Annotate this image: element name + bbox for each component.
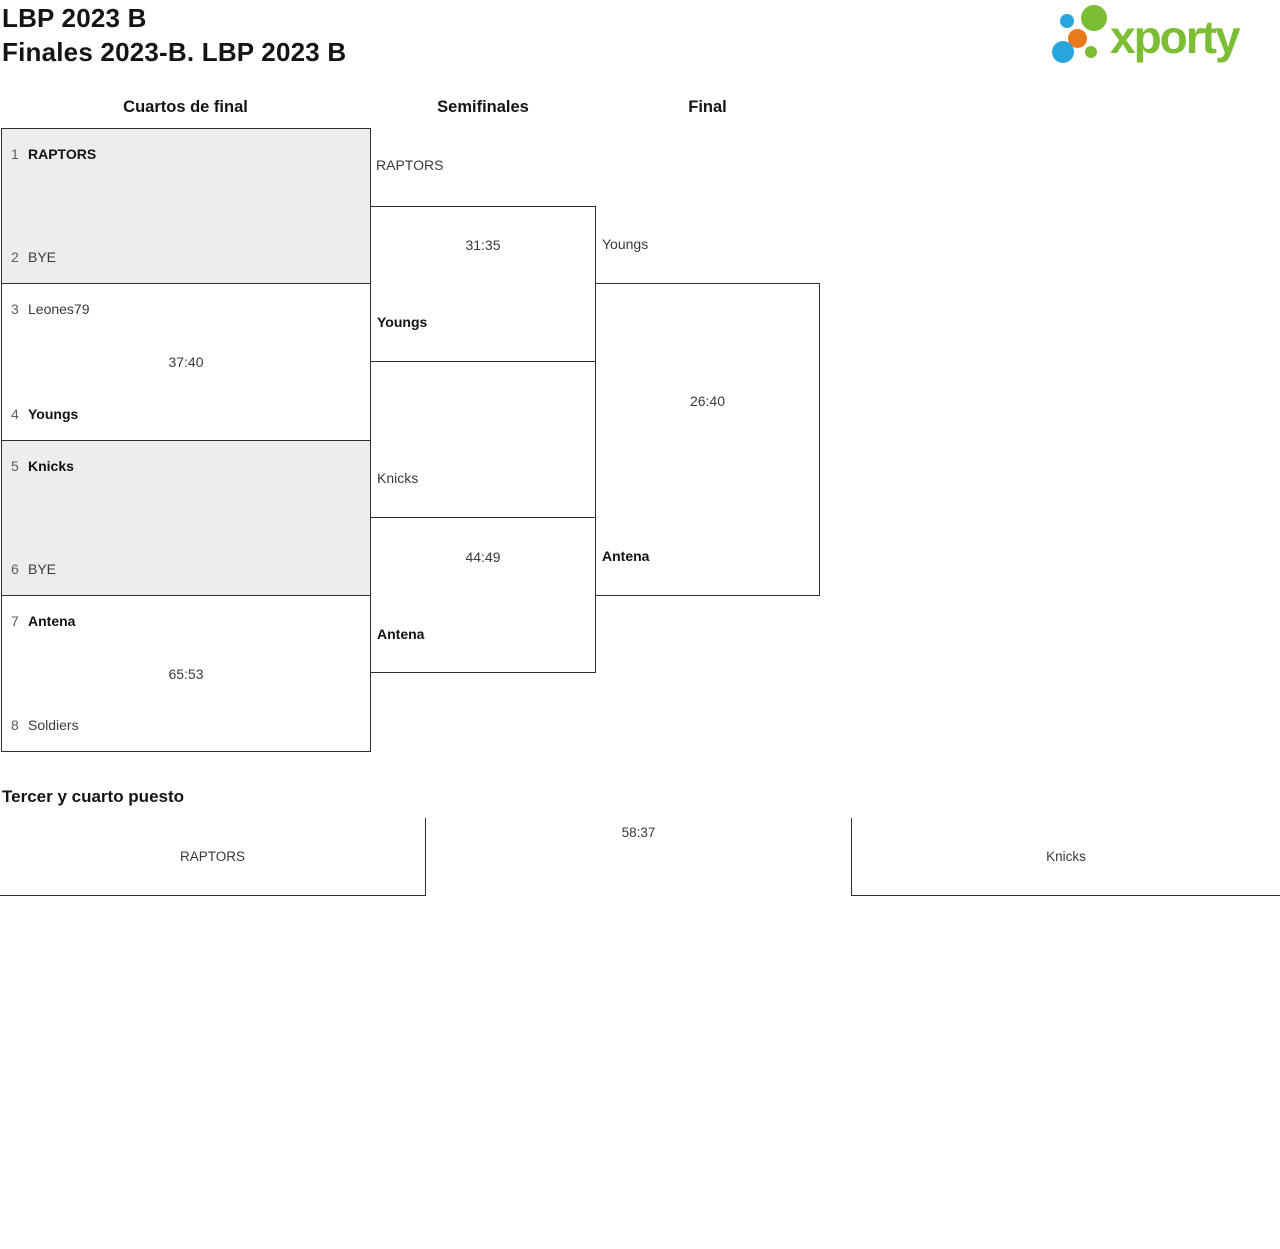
- team-seed: 6: [11, 561, 19, 577]
- match-score: 65:53: [168, 665, 204, 682]
- logo-dot-icon: [1081, 5, 1107, 31]
- tournament-title: LBP 2023 B: [2, 3, 147, 33]
- xporty-logo[interactable]: xporty: [1045, 0, 1280, 72]
- team-seed: 4: [11, 406, 19, 422]
- sf-match-1-box: [370, 206, 596, 362]
- sf1-team-bottom: Youngs: [377, 314, 428, 330]
- logo-dot-icon: [1052, 41, 1074, 63]
- match-team-row: 5 Knicks: [11, 457, 364, 476]
- third-place-heading: Tercer y cuarto puesto: [2, 787, 185, 806]
- team-seed: 2: [11, 249, 19, 265]
- round-header-semifinals: Semifinales: [437, 98, 529, 116]
- logo-dot-icon: [1068, 29, 1087, 48]
- match-team-row: 8 Soldiers: [11, 716, 364, 735]
- team-name: Youngs: [28, 406, 79, 422]
- stage-title: Finales 2023-B. LBP 2023 B: [2, 37, 347, 67]
- round-header-quarterfinals: Cuartos de final: [123, 98, 248, 116]
- team-name: Knicks: [1046, 849, 1086, 864]
- team-name: Knicks: [28, 458, 74, 474]
- team-seed: 1: [11, 146, 19, 162]
- team-name: BYE: [28, 561, 57, 577]
- sf1-team-top: RAPTORS: [376, 157, 444, 173]
- team-name: Soldiers: [28, 717, 79, 733]
- team-seed: 3: [11, 301, 19, 317]
- match-team-row: 2 BYE: [11, 248, 364, 267]
- qf-match-1: 1 RAPTORS 2 BYE: [1, 128, 371, 284]
- qf-match-3: 5 Knicks 6 BYE: [1, 440, 371, 596]
- team-seed: 7: [11, 613, 19, 629]
- match-team-row: 7 Antena: [11, 612, 364, 631]
- team-seed: 5: [11, 458, 19, 474]
- sf1-score: 31:35: [465, 237, 501, 253]
- logo-wordmark: xporty: [1110, 11, 1241, 63]
- team-name: BYE: [28, 249, 57, 265]
- sf2-team-bottom: Antena: [377, 626, 425, 642]
- match-team-row: 6 BYE: [11, 560, 364, 579]
- final-team-bottom: Antena: [602, 548, 650, 564]
- qf-match-4: 7 Antena 65:53 8 Soldiers: [1, 595, 371, 752]
- team-seed: 8: [11, 717, 19, 733]
- final-team-top: Youngs: [602, 236, 649, 252]
- logo-dot-icon: [1060, 14, 1074, 28]
- match-team-row: 4 Youngs: [11, 405, 364, 424]
- sf-match-2-box: [370, 517, 596, 673]
- match-team-row: 3 Leones79: [11, 300, 364, 319]
- team-name: Leones79: [28, 301, 90, 317]
- third-place-team2-slot: Knicks: [851, 818, 1280, 896]
- logo-dot-icon: [1085, 46, 1097, 58]
- match-score: 37:40: [168, 354, 204, 370]
- final-score: 26:40: [689, 393, 726, 409]
- sf2-score: 44:49: [465, 549, 501, 565]
- round-header-final: Final: [688, 98, 727, 116]
- team-name: Antena: [28, 613, 76, 629]
- third-place-score: 58:37: [621, 825, 656, 840]
- qf-match-2: 3 Leones79 37:40 4 Youngs: [1, 283, 371, 441]
- third-place-team1-slot: RAPTORS: [0, 818, 426, 896]
- sf2-team-top: Knicks: [377, 470, 419, 486]
- final-match-box: [595, 283, 820, 596]
- team-name: RAPTORS: [179, 849, 245, 864]
- team-name: RAPTORS: [28, 146, 97, 162]
- match-team-row: 1 RAPTORS: [11, 145, 364, 164]
